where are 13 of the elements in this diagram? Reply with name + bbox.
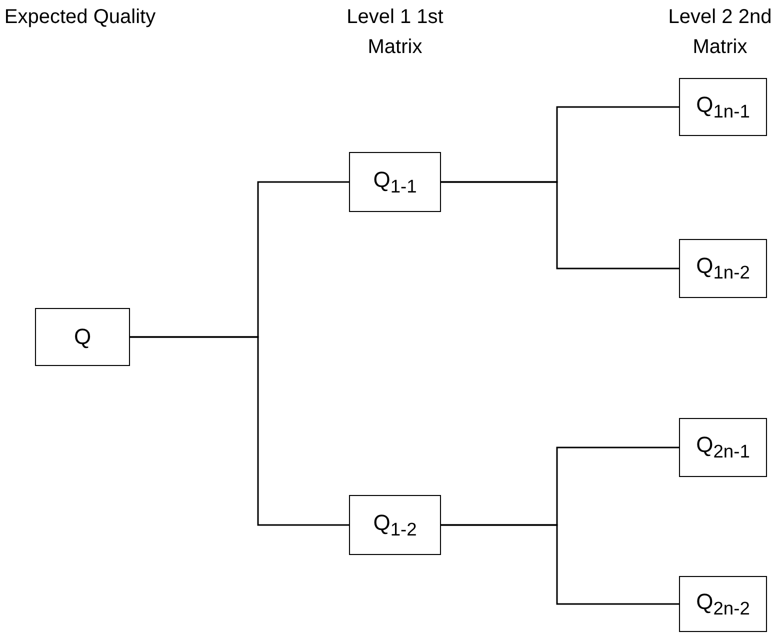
process-box: Q$_{1n-2}$ [679, 239, 767, 298]
connector-line [441, 524, 679, 605]
column-heading: Level 2 2nd Matrix [667, 5, 773, 60]
process-box: Q$_{1-1}$ [349, 152, 441, 212]
column-heading: Level 1 1st Matrix [346, 5, 444, 60]
column-heading: Expected Quality [3, 5, 157, 30]
process-box: Q$_{1n-1}$ [679, 78, 767, 136]
process-box: Q$_{2n-1}$ [679, 418, 767, 477]
process-box: Q [35, 308, 130, 366]
process-box: Q$_{2n-2}$ [679, 576, 767, 632]
connector-line [441, 181, 679, 270]
connector-line [130, 336, 349, 526]
process-box: Q$_{1-2}$ [349, 495, 441, 555]
